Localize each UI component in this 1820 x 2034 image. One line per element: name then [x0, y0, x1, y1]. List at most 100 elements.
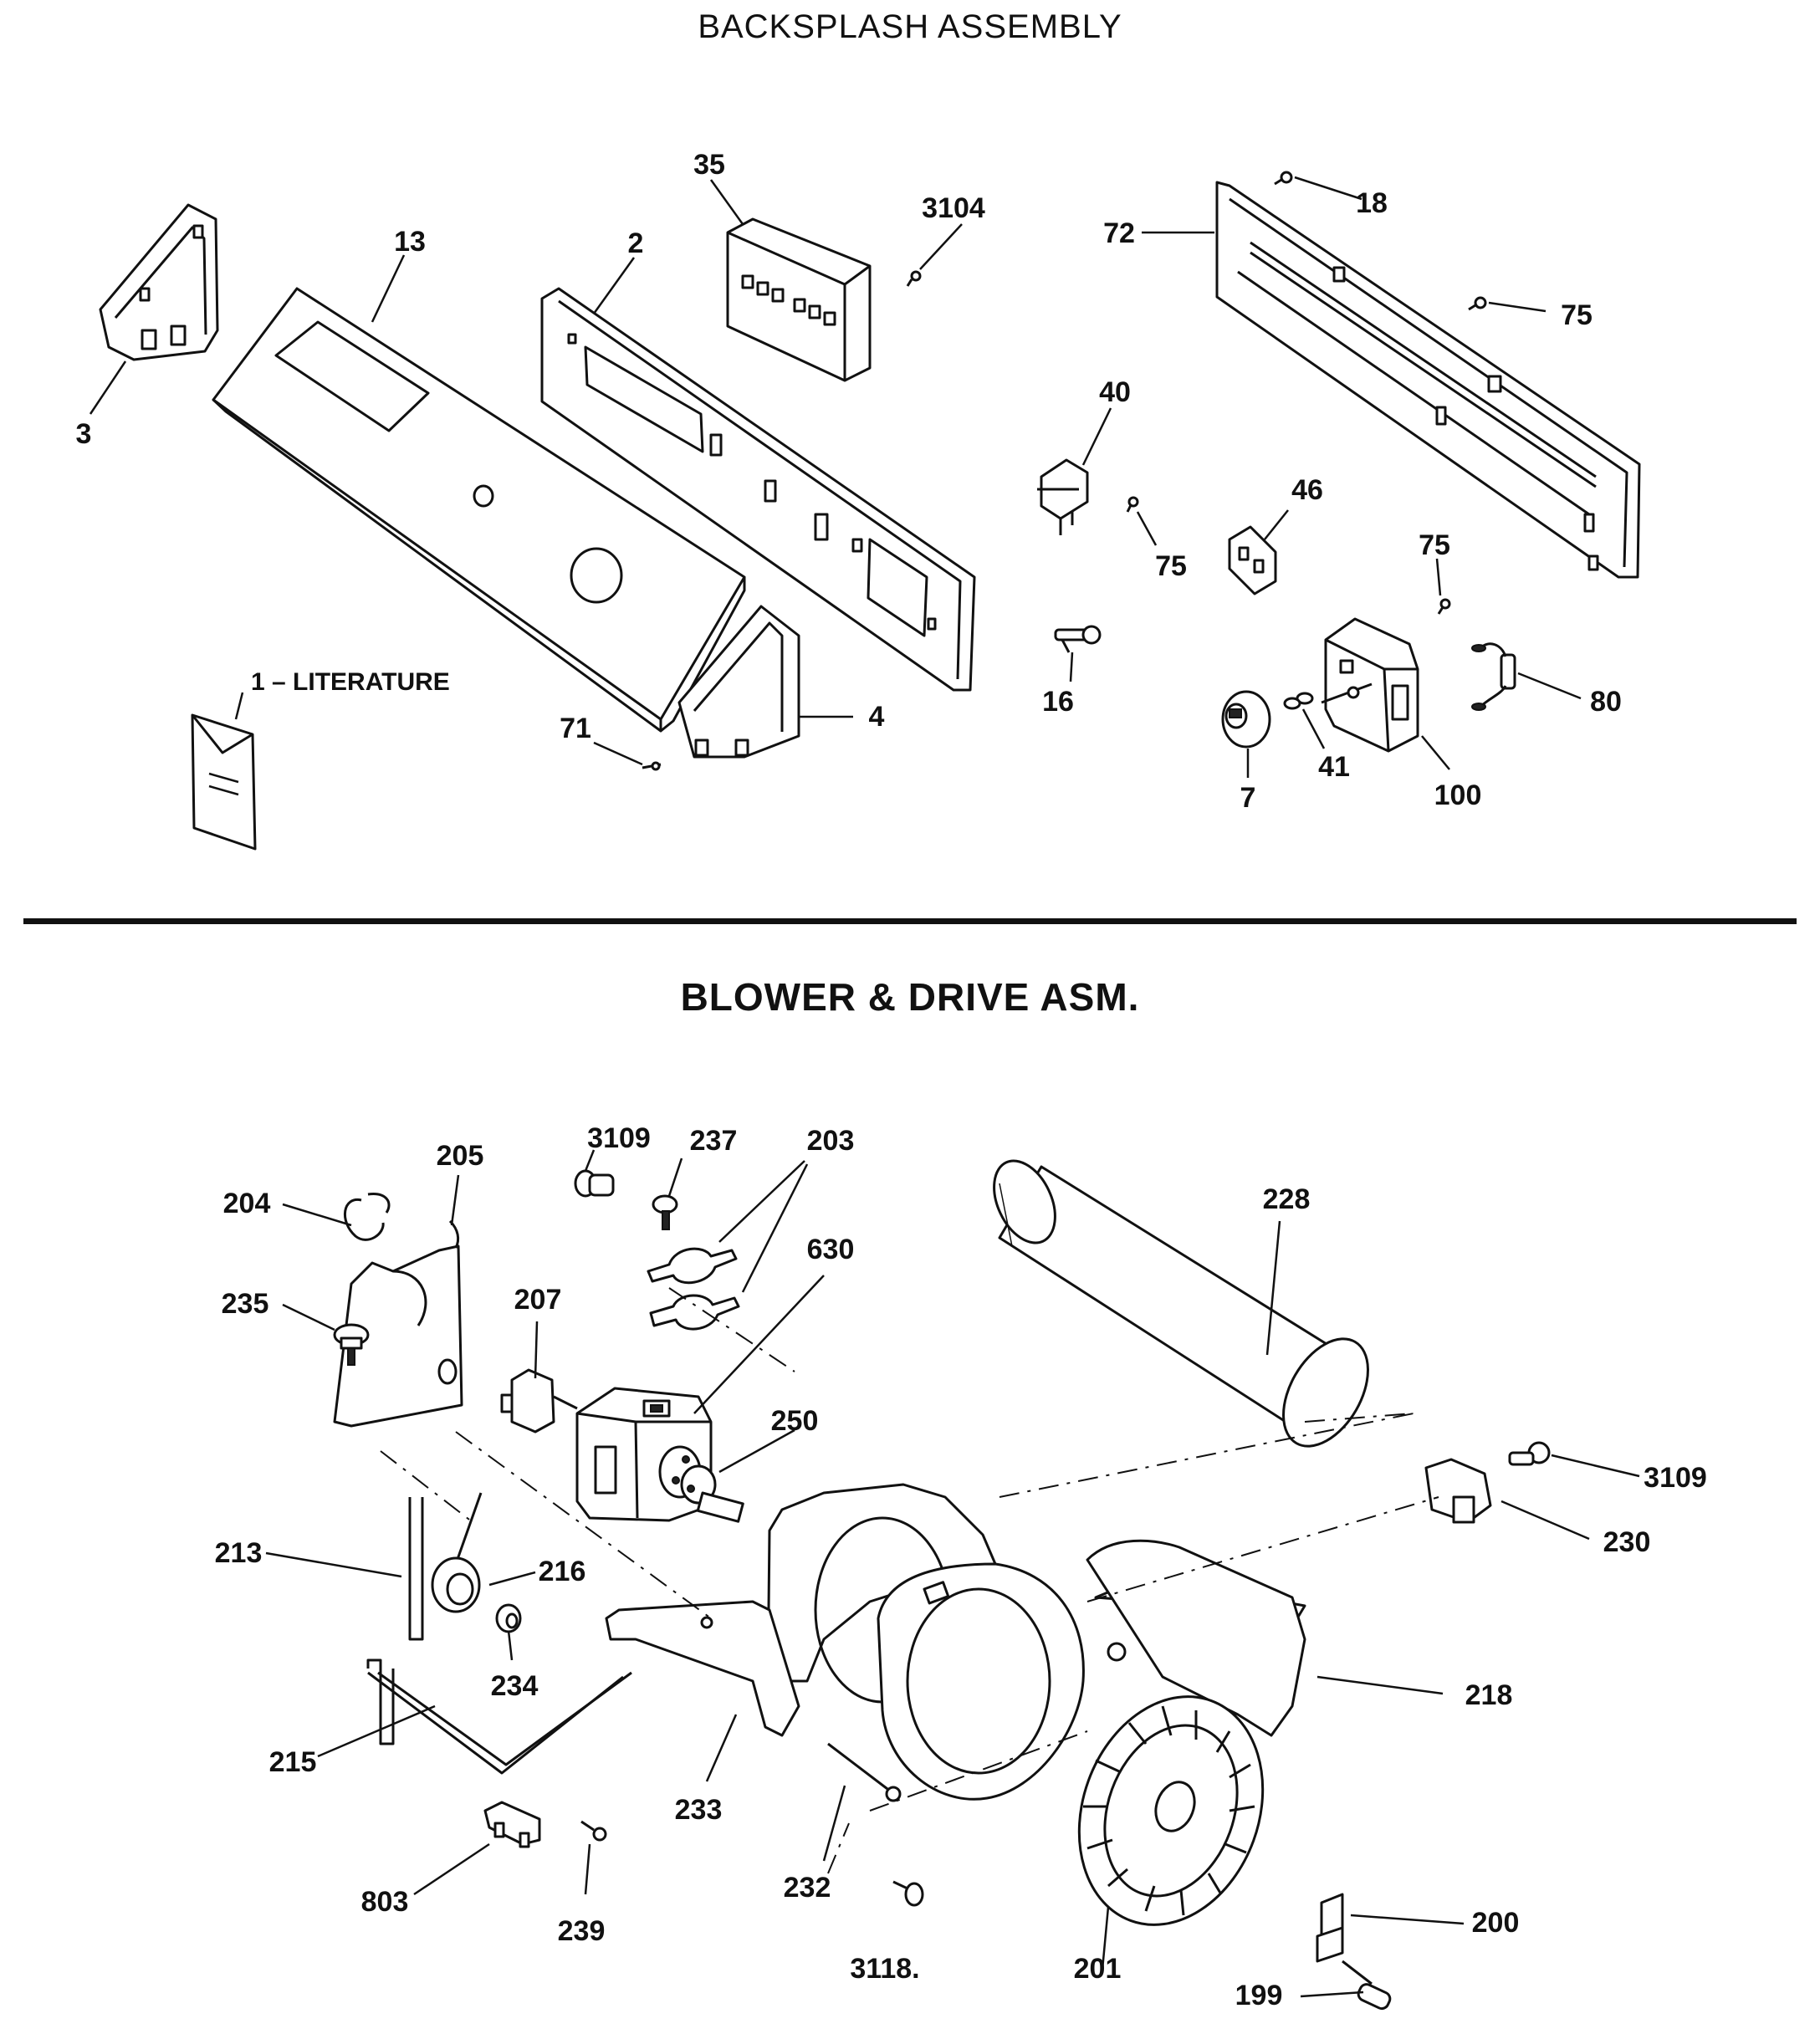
- callout-204: 204: [223, 1188, 271, 1219]
- callout-234: 234: [491, 1670, 539, 1702]
- part-235-bolt: [333, 1323, 370, 1366]
- blower-callouts: 3109 237 203 205 204 228 630 207 235 250…: [215, 1122, 1707, 2011]
- backsplash-callouts: 3 13 2 35 3104 72 18 75 40 75 46 75 16 8…: [76, 149, 1622, 814]
- backsplash-leaders: [89, 176, 1582, 778]
- callout-218: 218: [1465, 1679, 1513, 1711]
- callout-1-literature: 1 – LITERATURE: [251, 668, 450, 696]
- callout-72: 72: [1103, 217, 1135, 249]
- callout-207: 207: [514, 1284, 562, 1316]
- part-232-bolt: [827, 1742, 902, 1802]
- part-803-switch: [483, 1801, 541, 1848]
- callout-100: 100: [1434, 779, 1482, 811]
- part-3104-screw: [906, 270, 922, 287]
- part-100-timer: [1321, 617, 1419, 753]
- part-233-base: [605, 1600, 800, 1737]
- callout-46: 46: [1291, 474, 1323, 506]
- callout-233: 233: [675, 1794, 723, 1826]
- part-215-spring-rod: [367, 1671, 632, 1775]
- callout-75-top: 75: [1561, 299, 1592, 331]
- part-3109-bulb-right: [1508, 1441, 1551, 1466]
- callout-75-mid: 75: [1155, 550, 1187, 582]
- part-228-duct: [993, 1159, 1369, 1448]
- callout-71: 71: [560, 713, 591, 744]
- callout-205: 205: [437, 1140, 484, 1172]
- part-203-clamps: [647, 1247, 740, 1331]
- part-75-screw-c: [1437, 598, 1451, 615]
- callout-228: 228: [1263, 1183, 1311, 1215]
- part-199-foot: [1342, 1960, 1392, 2011]
- part-13-front-panel: [212, 287, 746, 733]
- part-3-left-endcap: [99, 203, 219, 361]
- part-35-control-board: [726, 217, 872, 382]
- callout-235: 235: [222, 1288, 269, 1320]
- part-71-screw: [642, 761, 662, 771]
- callout-201: 201: [1074, 1953, 1122, 1985]
- assembly-centerlines: [380, 1287, 1439, 1874]
- part-213-idler-arm: [366, 1492, 483, 1745]
- callout-7: 7: [1240, 782, 1256, 814]
- part-4-right-endcap: [677, 605, 800, 759]
- callout-35: 35: [693, 149, 725, 181]
- callout-13: 13: [394, 226, 426, 258]
- part-7-knob: [1221, 690, 1271, 749]
- callout-3104: 3104: [922, 192, 985, 224]
- blower-leaders: [265, 1149, 1640, 1998]
- part-204-clip: [343, 1193, 391, 1241]
- callout-3118: 3118.: [850, 1953, 919, 1985]
- part-218-blower-housing: [766, 1483, 1306, 1801]
- section-divider: [23, 918, 1797, 924]
- part-239-screw: [580, 1820, 607, 1842]
- part-75-screw-a: [1468, 296, 1487, 311]
- part-75-screw-b: [1126, 496, 1139, 513]
- callout-40: 40: [1099, 376, 1131, 408]
- part-80-harness: [1471, 642, 1516, 711]
- part-3109-bulb-top: [574, 1169, 615, 1198]
- part-237-screw: [652, 1194, 678, 1230]
- callout-803: 803: [361, 1886, 409, 1918]
- callout-213: 213: [215, 1537, 263, 1569]
- callout-80: 80: [1590, 686, 1622, 718]
- part-207-switch: [500, 1368, 578, 1434]
- part-250-shaft: [658, 1445, 744, 1523]
- part-18-screw: [1274, 171, 1293, 186]
- part-3118-screw: [892, 1880, 924, 1907]
- part-2-control-frame: [540, 287, 976, 692]
- part-230-thermostat: [1424, 1458, 1492, 1524]
- callout-2: 2: [628, 227, 644, 259]
- callout-4: 4: [869, 701, 885, 733]
- callout-250: 250: [771, 1405, 819, 1437]
- callout-215: 215: [269, 1746, 317, 1778]
- callout-16: 16: [1042, 686, 1074, 718]
- part-16-lamp: [1054, 625, 1102, 653]
- part-201-blower-wheel: [1077, 1695, 1265, 1926]
- callout-3: 3: [76, 418, 92, 450]
- callout-18: 18: [1356, 187, 1388, 219]
- callout-239: 239: [558, 1915, 606, 1947]
- callout-75-right: 75: [1419, 529, 1450, 561]
- callout-216: 216: [539, 1556, 586, 1587]
- callout-3109-right: 3109: [1644, 1462, 1707, 1494]
- part-234-roller: [495, 1603, 522, 1633]
- backsplash-assembly-title: BACKSPLASH ASSEMBLY: [698, 8, 1122, 45]
- callout-200: 200: [1472, 1907, 1520, 1939]
- callout-237: 237: [690, 1125, 738, 1157]
- part-216-idler-pulley: [431, 1556, 481, 1613]
- part-35-buttons: [741, 274, 836, 326]
- part-41-spring: [1283, 692, 1314, 710]
- callout-630: 630: [807, 1234, 855, 1265]
- blower-drive-title: BLOWER & DRIVE ASM.: [680, 975, 1140, 1019]
- callout-203: 203: [807, 1125, 855, 1157]
- part-72-rear-bracket: [1215, 181, 1641, 579]
- callout-232: 232: [784, 1872, 831, 1904]
- part-200-bracket: [1316, 1893, 1344, 1963]
- part-40-switch: [1037, 458, 1089, 535]
- callout-199: 199: [1235, 1980, 1283, 2011]
- part-205-bracket: [333, 1219, 463, 1428]
- part-1-literature: [191, 713, 257, 851]
- callout-230: 230: [1603, 1526, 1651, 1558]
- part-201-fins: [1083, 1705, 1255, 1916]
- callout-3109-top: 3109: [587, 1122, 651, 1154]
- callout-41: 41: [1318, 751, 1350, 783]
